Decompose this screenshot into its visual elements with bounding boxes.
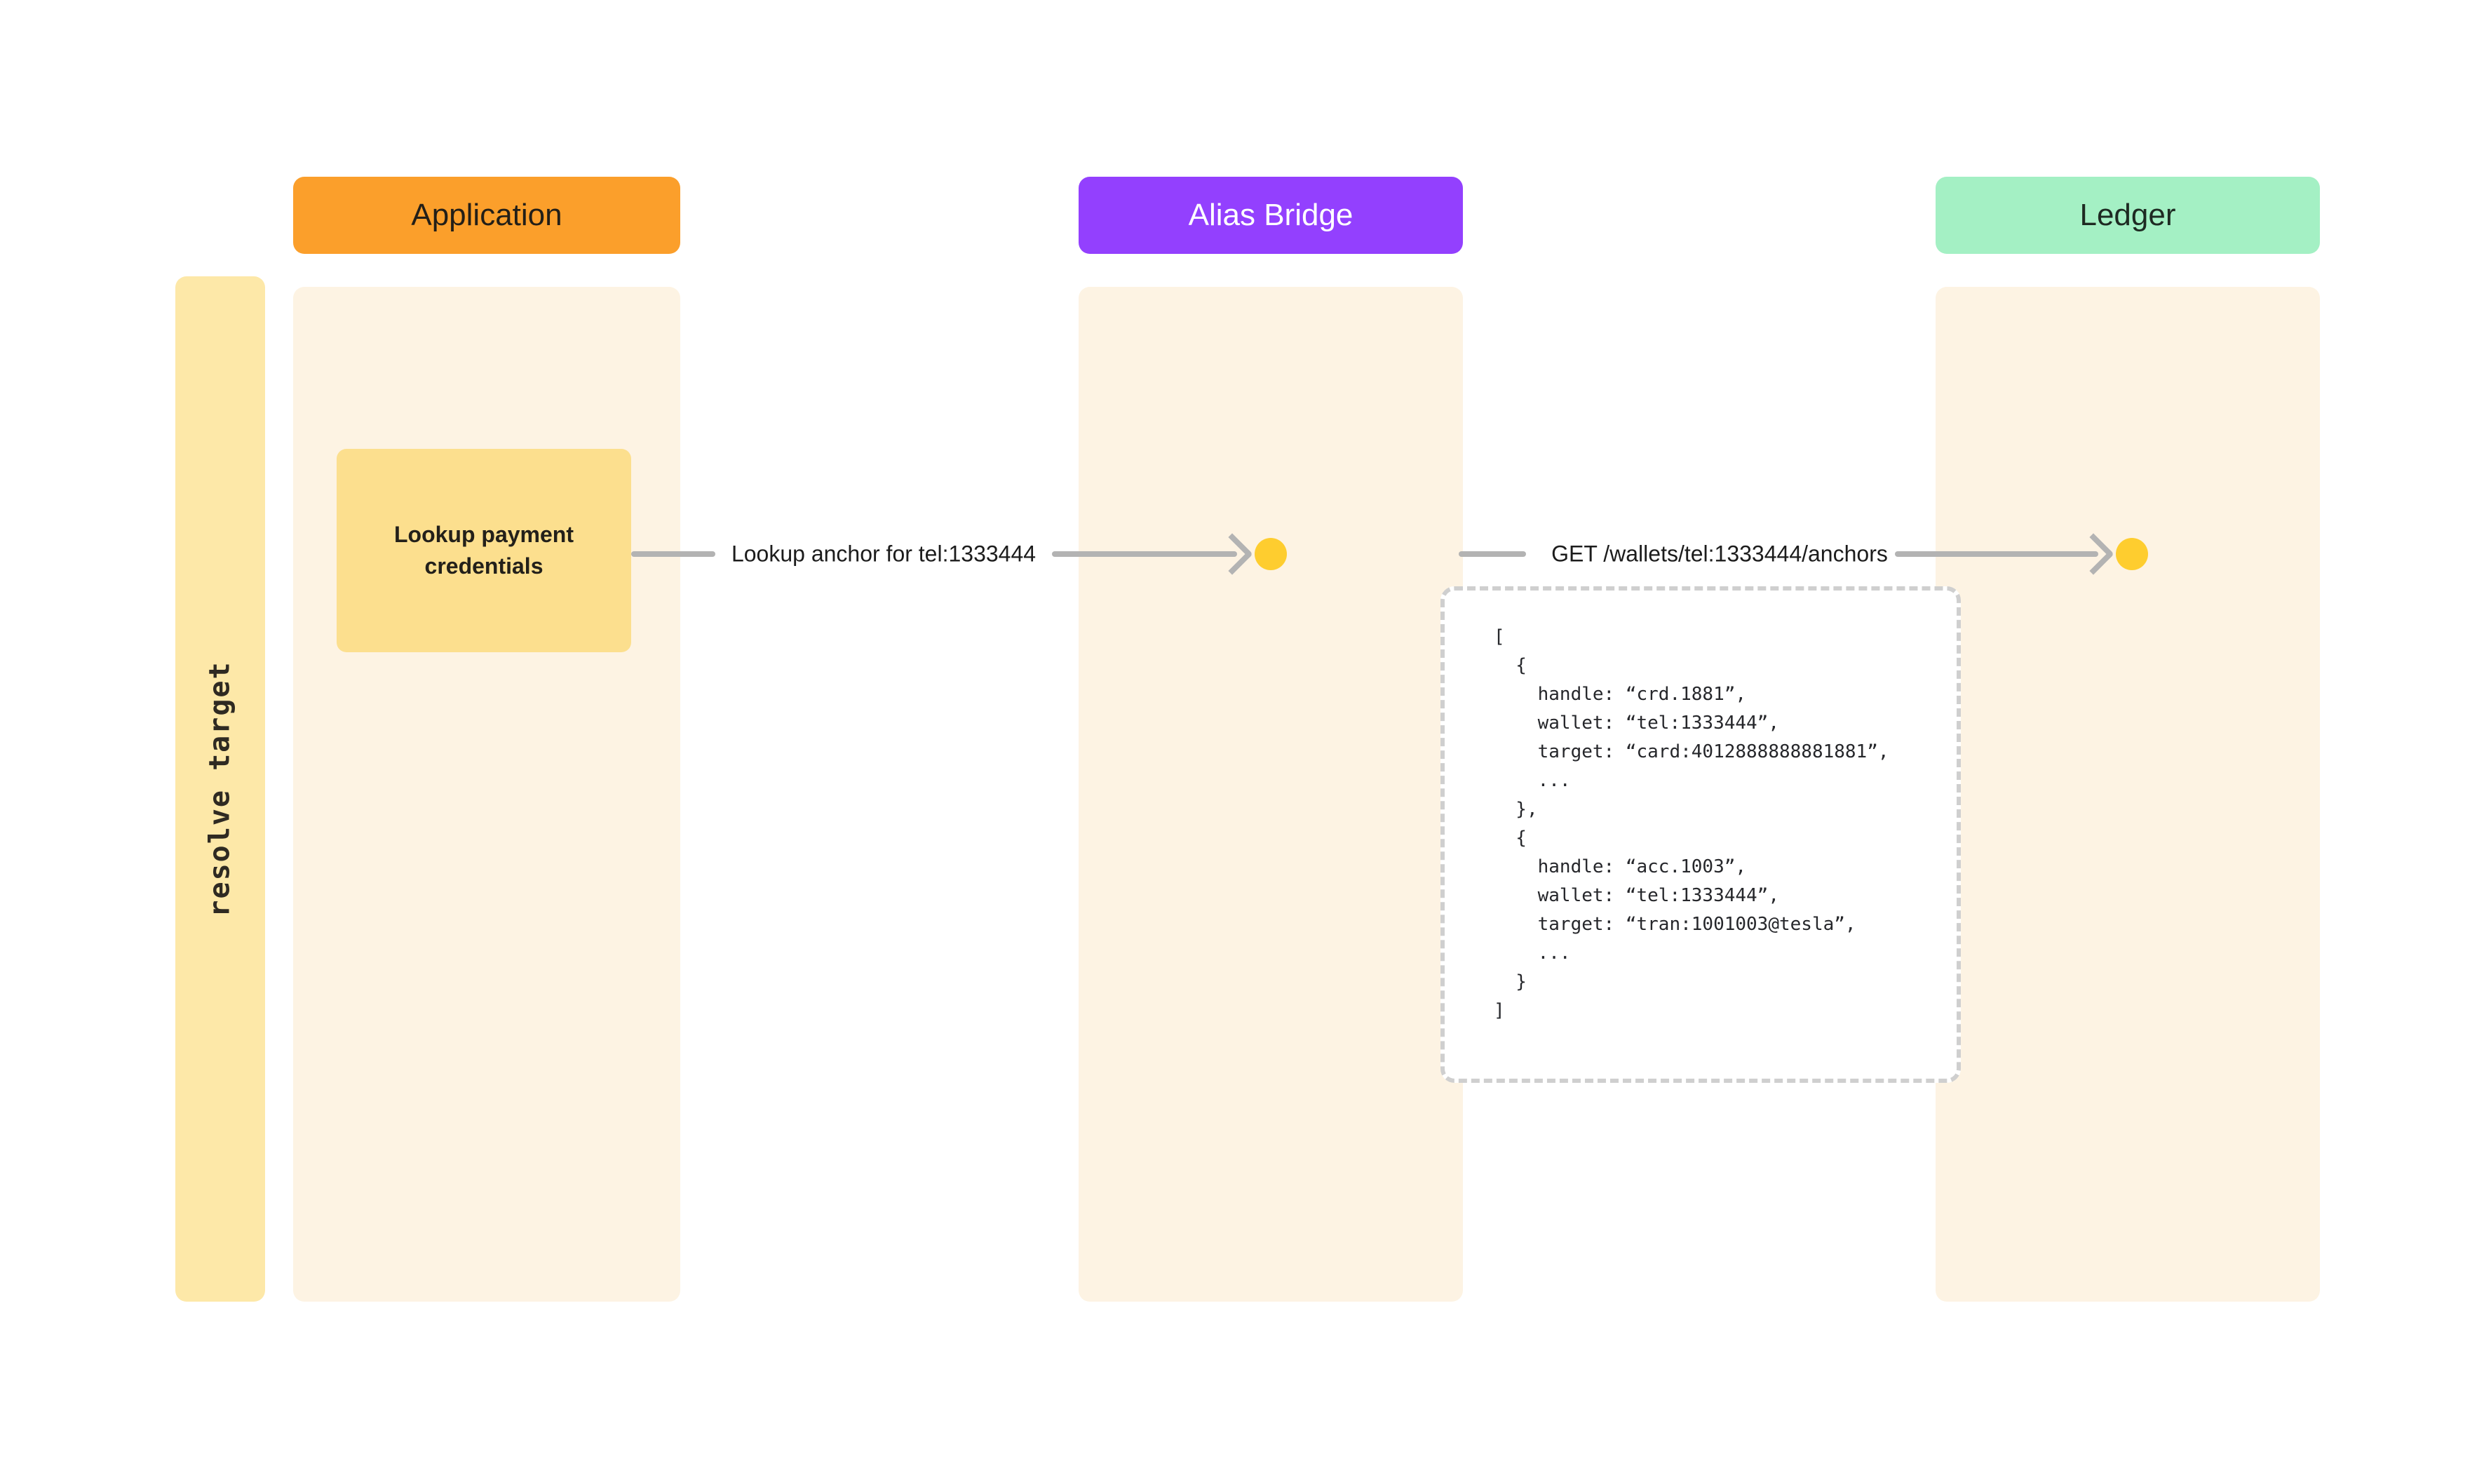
note-lookup-payment-credentials-text: Lookup payment credentials	[393, 521, 574, 579]
group-band-label: resolve target	[204, 661, 236, 917]
note-lookup-payment-credentials: Lookup payment credentials	[337, 449, 631, 652]
message-1-line-left	[631, 551, 715, 557]
participant-alias-bridge-label: Alias Bridge	[1188, 198, 1353, 232]
message-1-label: Lookup anchor for tel:1333444	[731, 541, 1037, 567]
message-2-line-left	[1459, 551, 1526, 557]
activation-dot-alias-bridge	[1255, 538, 1287, 570]
participant-ledger[interactable]: Ledger	[1936, 177, 2320, 254]
lifeline-ledger	[1936, 287, 2320, 1302]
lifeline-alias-bridge	[1079, 287, 1463, 1302]
participant-ledger-label: Ledger	[2079, 198, 2176, 232]
participant-alias-bridge[interactable]: Alias Bridge	[1079, 177, 1463, 254]
payload-anchors-response-code: [ { handle: “crd.1881”, wallet: “tel:133…	[1494, 626, 1889, 1021]
group-band-resolve-target	[175, 276, 265, 1302]
payload-anchors-response: [ { handle: “crd.1881”, wallet: “tel:133…	[1440, 586, 1961, 1083]
lifeline-application	[293, 287, 680, 1302]
message-1-line-right	[1052, 551, 1237, 557]
activation-dot-ledger	[2116, 538, 2148, 570]
participant-application-label: Application	[411, 198, 562, 232]
message-2-label: GET /wallets/tel:1333444/anchors	[1551, 541, 1888, 567]
message-2-line-right	[1895, 551, 2098, 557]
participant-application[interactable]: Application	[293, 177, 680, 254]
group-band-label-wrapper: resolve target	[175, 276, 265, 1302]
